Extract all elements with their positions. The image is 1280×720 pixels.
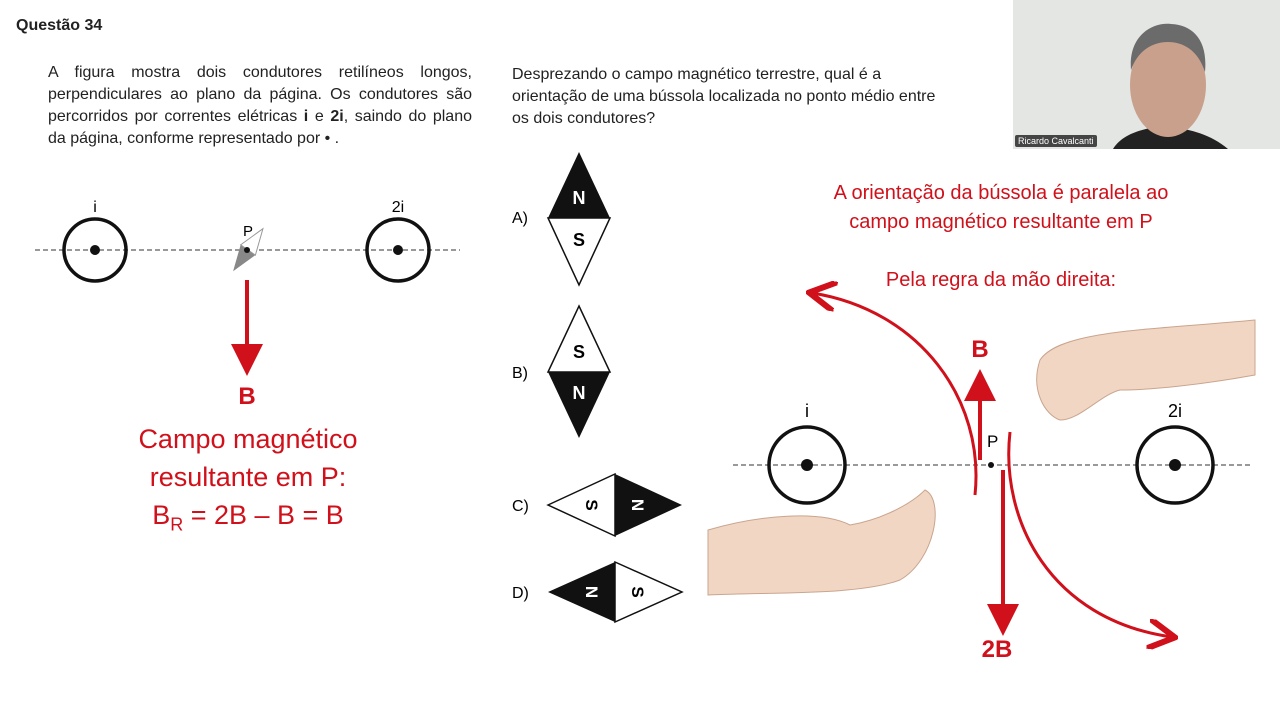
eq-sub: R: [170, 514, 184, 535]
label-2b: 2B: [982, 636, 1013, 663]
compass-pole: N: [573, 383, 586, 403]
label-b: B: [238, 383, 255, 410]
right-figure: i 2i P B 2B: [707, 293, 1256, 663]
option-label: A): [512, 210, 528, 227]
option-label: D): [512, 585, 529, 602]
eq-rest: = 2B – B = B: [183, 500, 344, 530]
compass-pole: S: [573, 342, 585, 362]
label-b: B: [971, 336, 988, 363]
option-b[interactable]: B) S N: [512, 304, 612, 438]
explanation-line2: campo magnético resultante em P: [849, 211, 1153, 233]
compass-pole: S: [573, 230, 585, 250]
result-equation: BR = 2B – B = B: [60, 496, 436, 543]
statement-text: e: [308, 108, 331, 125]
label-p: P: [987, 432, 998, 451]
explanation-line1: A orientação da bússola é paralela ao: [833, 182, 1169, 204]
compass-pole: S: [582, 499, 601, 510]
current-out-dot: [393, 245, 403, 255]
label-2i: 2i: [1168, 401, 1182, 421]
question-title: Questão 34: [16, 17, 103, 34]
current-out-dot: [801, 459, 813, 471]
eq-b: B: [152, 500, 171, 530]
field-line-2i: [1007, 431, 1172, 637]
current-out-dot: [90, 245, 100, 255]
label-2i: 2i: [392, 199, 404, 216]
option-label: C): [512, 498, 529, 515]
option-d[interactable]: D) N S: [512, 560, 684, 624]
option-c[interactable]: C) S N: [512, 472, 682, 538]
right-hand: [1036, 319, 1256, 421]
statement-text: A figura mostra dois condutores retilíne…: [48, 64, 472, 125]
presenter-silhouette: [1113, 23, 1228, 149]
current-out-dot: [1169, 459, 1181, 471]
compass-pole: N: [582, 586, 601, 598]
conductor-i: [62, 217, 128, 283]
statement-text: , saindo do plano da página, conforme re…: [48, 108, 473, 147]
option-label: B): [512, 365, 528, 382]
resultant-field-text: Campo magnético resultante em P: BR = 2B…: [60, 420, 436, 543]
conductor-2i: [365, 217, 431, 283]
label-i: i: [93, 199, 97, 216]
compass-pole: N: [573, 188, 586, 208]
label-i: i: [805, 401, 809, 421]
statement-bold-2i: 2i: [330, 108, 344, 125]
compass-pole: N: [628, 499, 647, 511]
webcam-video: Ricardo Cavalcanti: [1013, 0, 1280, 149]
label-p: P: [243, 223, 253, 240]
question-prompt: Desprezando o campo magnético terrestre,…: [512, 66, 936, 127]
conductor-i: [767, 425, 847, 505]
conductor-2i: [1135, 425, 1215, 505]
statement-bold-i: i: [303, 108, 309, 125]
result-line1: Campo magnético: [138, 424, 358, 454]
left-figure: i 2i P B: [35, 199, 460, 410]
result-line2: resultante em P:: [149, 462, 347, 492]
left-hand: [707, 489, 936, 596]
compass-pole: S: [628, 586, 647, 597]
field-line-i: [812, 293, 978, 496]
participant-name: Ricardo Cavalcanti: [1015, 135, 1097, 147]
question-statement: A figura mostra dois condutores retilíne…: [48, 62, 472, 150]
right-hand-rule-text: Pela regra da mão direita:: [885, 269, 1117, 291]
option-a[interactable]: A) N S: [512, 152, 612, 287]
